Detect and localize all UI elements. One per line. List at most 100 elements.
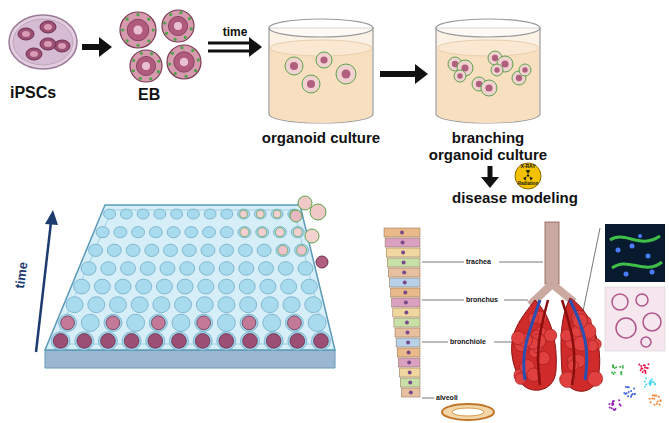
well [308, 314, 326, 331]
anatomy-label: bronchus [466, 296, 506, 304]
umap-point [628, 391, 630, 393]
well [187, 209, 199, 219]
well [177, 279, 193, 294]
umap-point [611, 407, 613, 409]
well [240, 332, 259, 350]
well [259, 262, 274, 276]
umap-point [653, 381, 655, 383]
well [66, 297, 83, 313]
well-organoid [195, 334, 210, 349]
umap-point [642, 371, 644, 373]
epithelial-cell [398, 358, 420, 367]
cell-nucleus [408, 381, 412, 385]
umap-point [620, 405, 622, 407]
umap-point [649, 380, 651, 382]
umap-point [638, 364, 640, 366]
process-arrow [208, 37, 262, 57]
well [104, 314, 122, 331]
arrow-shaft [380, 71, 417, 77]
umap-point [614, 371, 616, 373]
well [240, 314, 258, 331]
umap-point [627, 386, 629, 388]
well [220, 244, 234, 256]
cell-nucleus [400, 231, 404, 235]
umap-plot [605, 355, 665, 417]
well [146, 332, 165, 350]
umap-point [647, 367, 649, 369]
umap-point [627, 395, 629, 397]
well [101, 262, 116, 276]
umap-point [622, 365, 624, 367]
plate-side-shade [45, 350, 335, 368]
epithelial-cell [401, 378, 421, 387]
epithelial-cell [387, 258, 420, 267]
well [121, 262, 136, 276]
well [182, 244, 196, 256]
trefoil [523, 170, 533, 181]
well-organoid [53, 334, 68, 349]
well [195, 314, 213, 331]
well-organoid [124, 334, 139, 349]
well [281, 279, 297, 294]
umap-point [643, 369, 645, 371]
well [132, 227, 145, 238]
well [75, 332, 94, 350]
eb-cluster: EB [116, 8, 204, 88]
umap-point [656, 403, 658, 405]
well [74, 279, 90, 294]
well-organoid [240, 228, 249, 237]
well [285, 314, 303, 331]
umap-point [650, 401, 652, 403]
floating-organoids [290, 196, 328, 268]
alveolar-sac [544, 329, 557, 342]
umap-point [652, 394, 654, 396]
cell-nucleus [405, 321, 409, 325]
well [175, 297, 192, 313]
umap-point [612, 403, 614, 405]
well [217, 332, 236, 350]
epithelial-cell [391, 288, 420, 297]
plate-top [45, 205, 335, 350]
umap-points [608, 363, 661, 411]
well [240, 297, 257, 313]
well [260, 279, 276, 294]
well [160, 262, 175, 276]
well [276, 244, 290, 256]
well [51, 332, 70, 350]
well [263, 314, 281, 331]
well [291, 227, 304, 238]
well-organoid [256, 210, 264, 218]
well [169, 332, 188, 350]
well [59, 314, 77, 331]
culture-dish-shape [266, 18, 376, 126]
umap-point [654, 383, 656, 385]
well [81, 314, 99, 331]
umap-point [630, 396, 632, 398]
well [120, 209, 132, 219]
umap-point [660, 400, 662, 402]
well [107, 244, 121, 256]
well [126, 244, 140, 256]
umap-point [618, 399, 620, 401]
epithelium-column [384, 228, 420, 397]
umap-point [633, 387, 635, 389]
well [153, 297, 170, 313]
well [88, 297, 105, 313]
epithelial-cell [393, 308, 420, 317]
well-organoid [240, 210, 248, 218]
histology-structures [612, 294, 661, 347]
alveolar-sac [587, 371, 602, 386]
nuclei [616, 234, 655, 277]
cell-nucleus [404, 301, 408, 305]
well-organoid [148, 334, 163, 349]
well-organoid [219, 334, 234, 349]
umap-point [619, 366, 621, 368]
umap-point [615, 366, 617, 368]
epithelial-cell [386, 248, 420, 257]
well [185, 227, 198, 238]
well-organoid [314, 334, 329, 349]
epithelial-cell [397, 348, 420, 357]
well-organoid [258, 228, 267, 237]
well [98, 332, 117, 350]
